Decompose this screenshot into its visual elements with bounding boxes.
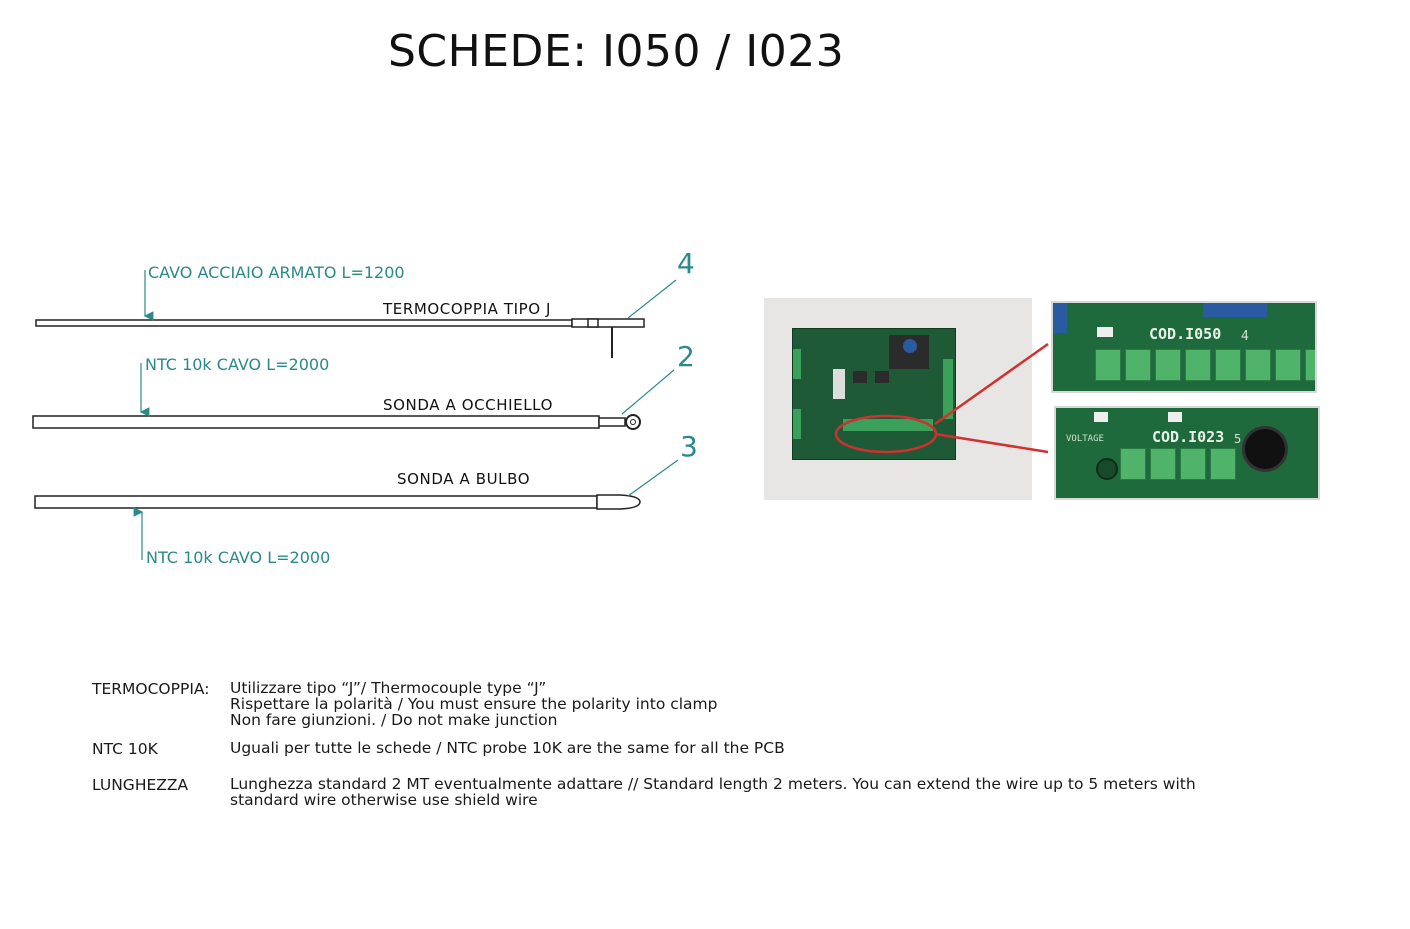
eyelet-number: 2 [677, 340, 695, 373]
eyelet-name: SONDA A OCCHIELLO [383, 396, 553, 414]
bulb-cable [34, 495, 598, 509]
zoom-photo-i023: VOLTAGE COD.I023 5 [1054, 406, 1320, 500]
eyelet-callout-line [621, 369, 675, 415]
note-ntc: NTC 10K Uguali per tutte le schede / NTC… [92, 740, 1332, 758]
thermocouple-number: 4 [677, 247, 695, 280]
note-line: Rispettare la polarità / You must ensure… [230, 695, 718, 713]
code-label-i023: COD.I023 [1152, 428, 1225, 446]
notes-section: TERMOCOPPIA: Utilizzare tipo “J”/ Thermo… [92, 680, 1332, 808]
thermocouple-cable [35, 319, 573, 327]
note-line: Non fare giunzioni. / Do not make juncti… [230, 711, 558, 729]
note-key: TERMOCOPPIA: [92, 680, 210, 698]
zoom-photo-i050: COD.I050 4 [1051, 301, 1317, 393]
code-suffix-i050: 4 [1241, 329, 1249, 344]
page-title: SCHEDE: I050 / I023 [388, 26, 845, 77]
note-line: Uguali per tutte le schede / NTC probe 1… [230, 739, 785, 757]
note-line: Lunghezza standard 2 MT eventualmente ad… [230, 775, 1196, 793]
voltage-label: VOLTAGE [1066, 434, 1104, 444]
code-label-i050: COD.I050 [1149, 325, 1222, 343]
note-line: standard wire otherwise use shield wire [230, 791, 538, 809]
fuse-holder [1242, 426, 1288, 472]
thermocouple-name: TERMOCOPPIA TIPO J [382, 300, 551, 318]
bulb-tip [596, 494, 641, 510]
bulb-name: SONDA A BULBO [397, 470, 530, 488]
note-key: LUNGHEZZA [92, 776, 189, 794]
note-length: LUNGHEZZA Lunghezza standard 2 MT eventu… [92, 776, 1332, 808]
pcb-board [792, 328, 956, 460]
note-key: NTC 10K [92, 740, 158, 758]
thermocouple-callout-line [627, 279, 677, 319]
code-suffix-i023: 5 [1234, 432, 1242, 446]
thermocouple-probe: CAVO ACCIAIO ARMATO L=1200 TERMOCOPPIA T… [35, 247, 695, 358]
bulb-number: 3 [680, 430, 698, 463]
thermocouple-sheath [571, 318, 645, 328]
bulb-callout-line [627, 459, 679, 497]
eyelet-probe: NTC 10k CAVO L=2000 SONDA A OCCHIELLO 2 [32, 340, 695, 430]
note-line: Utilizzare tipo “J”/ Thermocouple type “… [230, 679, 547, 697]
bulb-probe: NTC 10k CAVO L=2000 SONDA A BULBO 3 [34, 430, 698, 567]
thermocouple-cable-label: CAVO ACCIAIO ARMATO L=1200 [148, 263, 405, 282]
bulb-cable-label: NTC 10k CAVO L=2000 [146, 548, 330, 567]
eyelet-sheath [598, 417, 626, 427]
pcb-photo [764, 298, 1032, 500]
eyelet-cable-label: NTC 10k CAVO L=2000 [145, 355, 329, 374]
eyelet-cable [32, 415, 600, 429]
note-thermocouple: TERMOCOPPIA: Utilizzare tipo “J”/ Thermo… [92, 680, 1332, 728]
